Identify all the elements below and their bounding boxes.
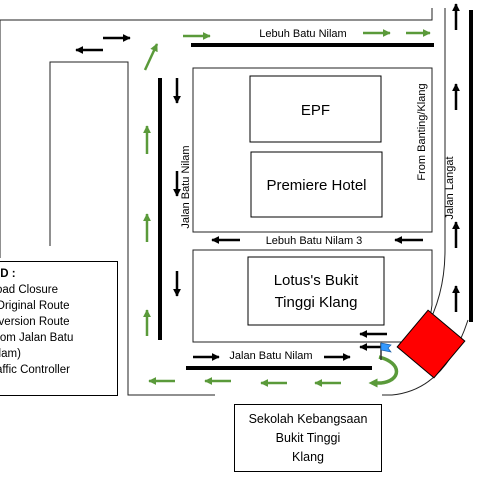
- premiere-hotel-building: [250, 151, 383, 218]
- school-label-line2: Bukit Tinggi: [275, 430, 341, 445]
- legend-item-road-closure: oad Closure: [0, 284, 59, 296]
- road-label-jalan-batu-nilam: Jalan Batu Nilam: [180, 145, 192, 228]
- road-label-from-banting-klang: From Banting/Klang: [416, 83, 428, 180]
- legend-title: ID :: [0, 268, 16, 280]
- block-edge-upper: [192, 67, 433, 233]
- u-turn-arrow-icon: [368, 355, 399, 388]
- road-label-lebuh-batu-nilam-3: Lebuh Batu Nilam 3: [266, 235, 363, 247]
- diversion-arrow-icon: [143, 43, 159, 71]
- legend-box: ID : oad Closure Original Route iversion…: [0, 261, 118, 396]
- epf-building: [249, 75, 382, 143]
- epf-label: EPF: [301, 102, 330, 119]
- original-route-arrows: [75, 3, 461, 362]
- lotus-label-line1: Lotus's Bukit: [274, 272, 359, 289]
- outer-road-edge-top: [0, 8, 433, 21]
- road-label-lebuh-batu-nilam: Lebuh Batu Nilam: [259, 28, 346, 40]
- school-label-line1: Sekolah Kebangsaan: [248, 411, 368, 426]
- traffic-controller-flag-icon: [380, 342, 392, 360]
- school-label-line3: Klang: [292, 449, 324, 464]
- road-label-jalan-batu-nilam-bottom: Jalan Batu Nilam: [229, 350, 312, 362]
- road-edge-right: [424, 8, 446, 331]
- legend-item-diversion-route-source-cont: ilam): [0, 348, 21, 360]
- legend-item-traffic-controller: affic Controller: [0, 364, 70, 376]
- legend-item-original-route: Original Route: [0, 300, 70, 312]
- lotus-label-line2: Tinggi Klang: [275, 294, 358, 311]
- legend-item-diversion-route-source: rom Jalan Batu: [0, 332, 74, 344]
- inner-road-edge-left: [49, 61, 215, 396]
- legend-item-diversion-route: iversion Route: [0, 316, 70, 328]
- lotus-building: [247, 256, 385, 326]
- road-label-jalan-langat: Jalan Langat: [444, 157, 456, 220]
- school-building: Sekolah Kebangsaan Bukit Tinggi Klang: [234, 404, 382, 472]
- road-closure-marker: [396, 309, 466, 379]
- premiere-hotel-label: Premiere Hotel: [266, 177, 366, 194]
- original-route-lines: [158, 10, 473, 370]
- diversion-route-arrows: [142, 28, 431, 388]
